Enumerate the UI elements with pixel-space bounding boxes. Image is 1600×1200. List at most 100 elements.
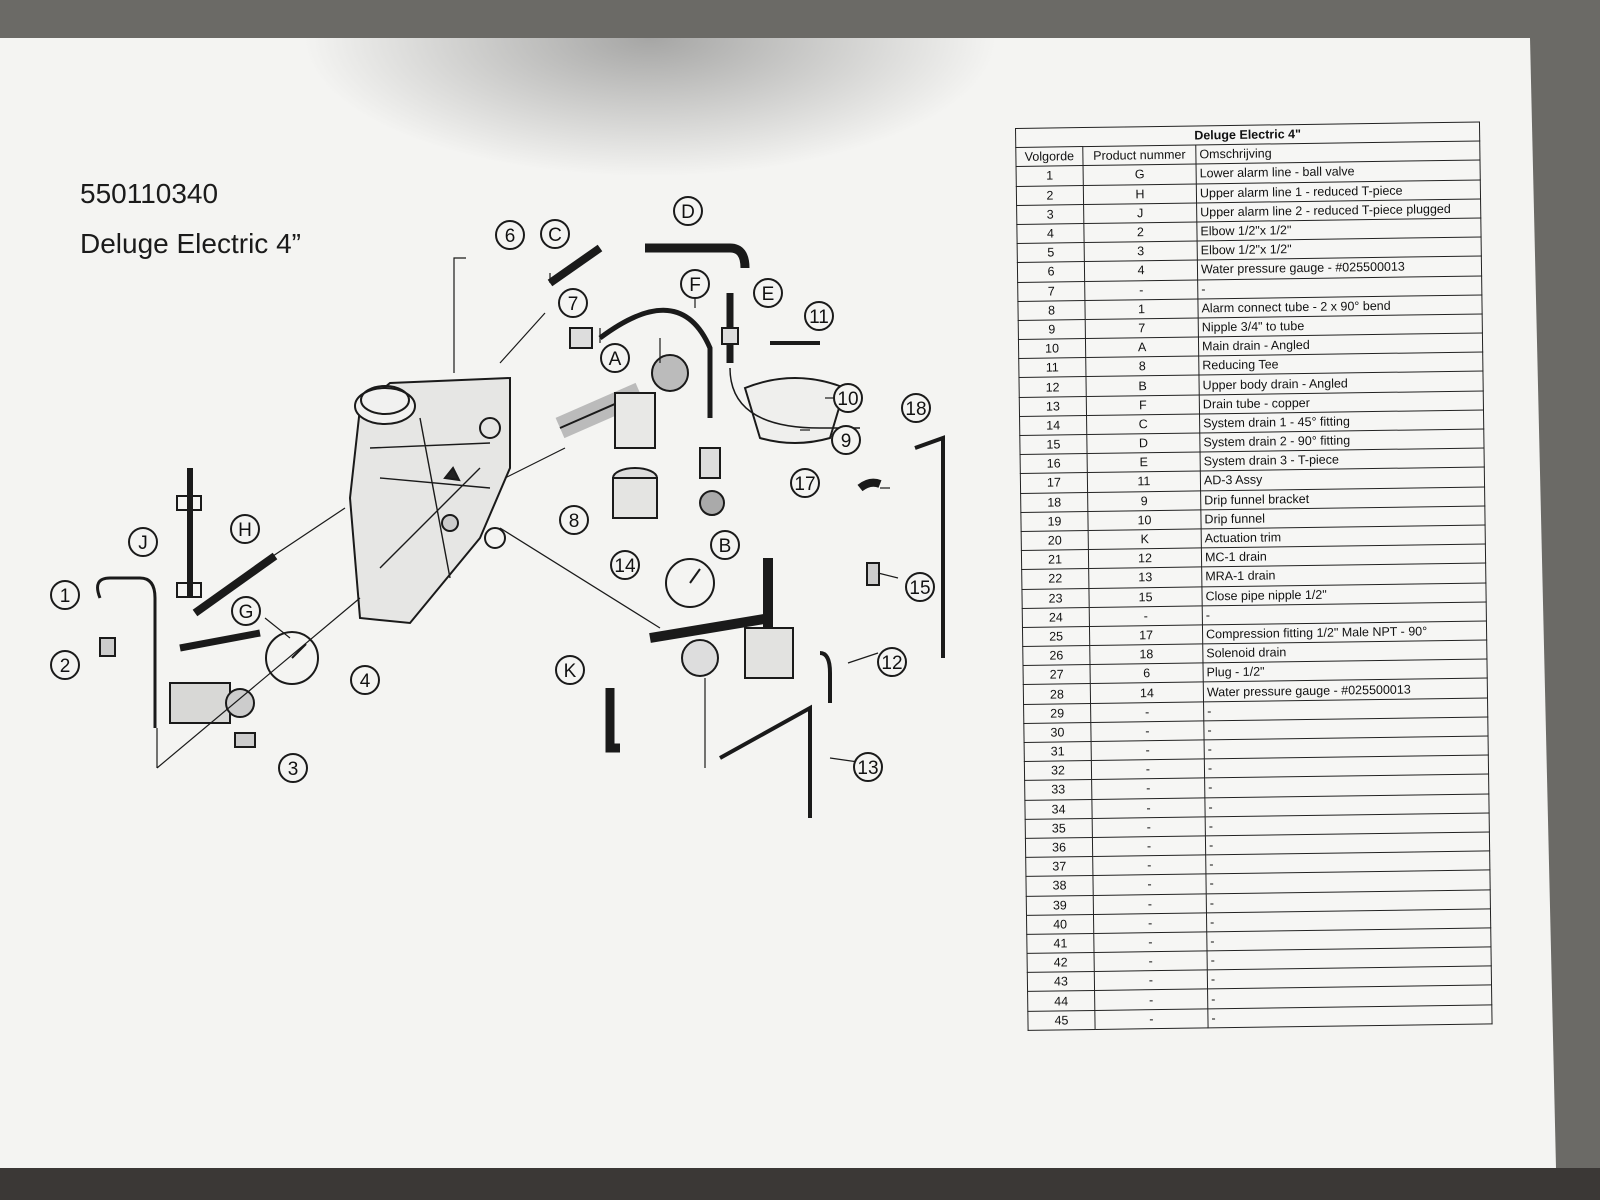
row-product-nummer: - [1094, 1008, 1209, 1030]
callout-D: D [673, 196, 703, 226]
exploded-parts-diagram: 1 2 3 4 6 7 8 9 10 11 12 13 14 15 17 18 … [50, 196, 945, 818]
shadow [300, 38, 1000, 178]
row-product-nummer: - [1092, 855, 1206, 876]
svg-text:17: 17 [794, 474, 815, 495]
row-volgorde: 12 [1018, 376, 1087, 398]
svg-text:7: 7 [568, 294, 579, 315]
row-product-nummer: E [1087, 452, 1201, 473]
row-volgorde: 35 [1025, 818, 1093, 839]
row-product-nummer: 11 [1087, 471, 1201, 493]
upper-drain-parts [547, 243, 860, 519]
row-volgorde: 19 [1020, 511, 1089, 532]
row-product-nummer: 10 [1087, 509, 1202, 531]
row-product-nummer: 4 [1084, 260, 1198, 282]
parts-table: Deluge Electric 4" Volgorde Product numm… [1015, 121, 1493, 1031]
row-product-nummer: - [1092, 835, 1206, 857]
svg-text:8: 8 [569, 511, 580, 532]
row-volgorde: 2 [1016, 185, 1084, 206]
callout-15: 15 [905, 572, 935, 602]
row-omschrijving: - [1207, 1004, 1493, 1028]
row-volgorde: 32 [1024, 760, 1092, 781]
row-volgorde: 15 [1019, 434, 1088, 455]
header-volgorde: Volgorde [1015, 146, 1084, 167]
row-product-nummer: 13 [1088, 567, 1202, 589]
paper-sheet: 550110340 Deluge Electric 4” [0, 38, 1556, 1168]
document-title: Deluge Electric 4” [80, 228, 301, 259]
row-volgorde: 9 [1018, 319, 1086, 340]
callout-9: 9 [831, 425, 861, 455]
svg-text:15: 15 [909, 578, 930, 599]
row-product-nummer: K [1088, 528, 1202, 550]
row-volgorde: 8 [1017, 300, 1086, 321]
row-product-nummer: C [1086, 413, 1200, 435]
valve-body [348, 376, 511, 625]
svg-text:6: 6 [505, 226, 516, 247]
row-product-nummer: 9 [1087, 490, 1201, 512]
svg-text:C: C [548, 225, 562, 246]
svg-text:12: 12 [881, 653, 902, 674]
row-product-nummer: 17 [1089, 624, 1203, 646]
row-product-nummer: F [1086, 394, 1200, 416]
svg-text:H: H [238, 520, 252, 541]
row-volgorde: 42 [1027, 952, 1095, 973]
row-volgorde: 24 [1022, 607, 1090, 628]
row-product-nummer: 3 [1084, 241, 1198, 262]
svg-text:9: 9 [841, 431, 852, 452]
row-product-nummer: - [1091, 778, 1205, 800]
row-product-nummer: - [1093, 912, 1207, 934]
row-volgorde: 3 [1016, 204, 1084, 225]
callout-8: 8 [559, 505, 589, 535]
svg-text:14: 14 [614, 556, 636, 577]
callout-18: 18 [901, 393, 931, 423]
lower-alarm-trim [96, 468, 361, 769]
row-product-nummer: - [1094, 970, 1208, 991]
row-volgorde: 14 [1019, 415, 1087, 436]
svg-text:A: A [609, 349, 622, 370]
callout-14: 14 [610, 550, 640, 580]
row-volgorde: 7 [1017, 281, 1085, 302]
row-volgorde: 44 [1027, 990, 1095, 1012]
row-product-nummer: 1 [1084, 298, 1199, 320]
row-volgorde: 36 [1025, 837, 1093, 858]
row-volgorde: 18 [1020, 492, 1088, 513]
svg-text:F: F [689, 275, 701, 296]
callout-13: 13 [853, 752, 883, 782]
row-volgorde: 22 [1021, 568, 1089, 589]
callout-2: 2 [50, 650, 80, 680]
row-product-nummer: 18 [1089, 643, 1203, 665]
svg-text:J: J [138, 533, 148, 554]
row-product-nummer: 8 [1085, 356, 1199, 377]
row-product-nummer: - [1092, 816, 1206, 838]
callout-F: F [680, 269, 710, 299]
svg-text:D: D [681, 202, 695, 223]
callout-1: 1 [50, 580, 80, 610]
row-volgorde: 26 [1022, 645, 1091, 666]
callout-17: 17 [790, 468, 820, 498]
row-volgorde: 20 [1021, 530, 1089, 551]
svg-text:3: 3 [288, 759, 299, 780]
row-volgorde: 29 [1023, 703, 1091, 724]
row-product-nummer: B [1085, 375, 1200, 397]
row-volgorde: 38 [1025, 875, 1094, 896]
row-product-nummer: H [1083, 183, 1197, 205]
row-product-nummer: 15 [1088, 586, 1203, 608]
actuation-trim [499, 435, 945, 818]
callout-G: G [231, 596, 261, 626]
row-volgorde: 27 [1023, 664, 1091, 685]
row-volgorde: 31 [1024, 741, 1092, 762]
row-volgorde: 41 [1026, 933, 1095, 954]
row-product-nummer: 2 [1083, 221, 1198, 243]
callout-J: J [128, 527, 158, 557]
callout-11: 11 [804, 301, 834, 331]
callout-10: 10 [833, 383, 863, 413]
callout-A: A [600, 343, 630, 373]
row-product-nummer: D [1086, 432, 1201, 454]
callout-4: 4 [350, 665, 380, 695]
row-product-nummer: 12 [1088, 548, 1202, 569]
svg-text:1: 1 [60, 586, 71, 607]
row-volgorde: 28 [1023, 683, 1091, 705]
callout-3: 3 [278, 753, 308, 783]
row-volgorde: 6 [1017, 261, 1085, 282]
row-volgorde: 25 [1022, 626, 1090, 647]
row-volgorde: 1 [1016, 165, 1084, 187]
